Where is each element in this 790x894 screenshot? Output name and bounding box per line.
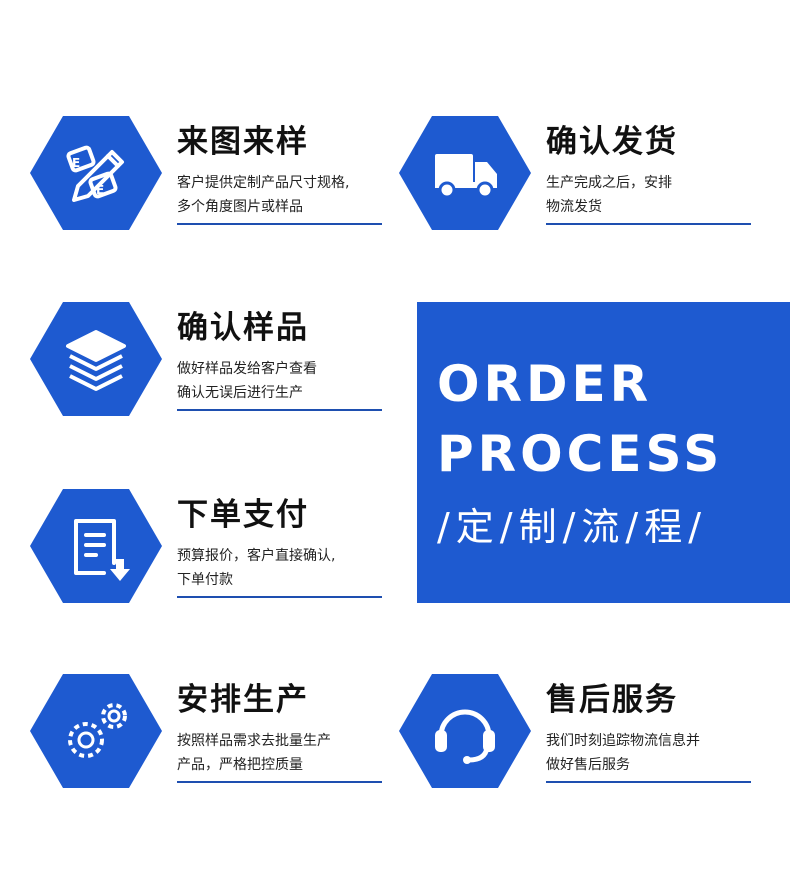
step-arrange-production: 安排生产 按照样品需求去批量生产 产品，严格把控质量 [30, 674, 390, 794]
svg-text:E: E [96, 183, 104, 197]
layers-stack-icon [66, 330, 126, 391]
banner-subtitle: /定/制/流/程/ [437, 505, 708, 549]
hexagon-badge [30, 674, 162, 788]
svg-text:E: E [72, 156, 80, 170]
banner-title-order: ORDER [437, 355, 653, 413]
step-title: 来图来样 [177, 124, 309, 160]
underline-divider [177, 781, 382, 783]
underline-divider [177, 409, 382, 411]
description-line: 预算报价，客户直接确认, [177, 548, 336, 564]
underline-divider [546, 781, 751, 783]
step-description: 我们时刻追踪物流信息并 做好售后服务 [546, 729, 756, 777]
design-pencil-icon: E E [66, 145, 124, 202]
underline-divider [177, 596, 382, 598]
step-order-payment: 下单支付 预算报价，客户直接确认, 下单付款 [30, 489, 390, 609]
step-confirm-shipping: 确认发货 生产完成之后，安排 物流发货 [399, 116, 759, 236]
description-line: 做好样品发给客户查看 [177, 361, 317, 377]
gears-icon [68, 703, 127, 758]
step-title: 确认样品 [177, 310, 309, 346]
description-line: 按照样品需求去批量生产 [177, 733, 331, 749]
description-line: 确认无误后进行生产 [177, 385, 303, 401]
step-title: 下单支付 [177, 497, 309, 533]
headset-icon [435, 709, 495, 764]
description-line: 做好售后服务 [546, 757, 630, 773]
description-line: 产品，严格把控质量 [177, 757, 303, 773]
document-download-icon [74, 519, 130, 581]
underline-divider [177, 223, 382, 225]
hexagon-badge: E E [30, 116, 162, 230]
step-title: 确认发货 [546, 124, 678, 160]
hexagon-badge [30, 302, 162, 416]
delivery-truck-icon [435, 154, 497, 199]
step-description: 按照样品需求去批量生产 产品，严格把控质量 [177, 729, 387, 777]
step-description: 做好样品发给客户查看 确认无误后进行生产 [177, 357, 387, 405]
step-description: 生产完成之后，安排 物流发货 [546, 171, 756, 219]
description-line: 物流发货 [546, 199, 602, 215]
hexagon-badge [399, 116, 531, 230]
order-process-banner: ORDER PROCESS /定/制/流/程/ [417, 302, 790, 603]
step-confirm-sample: 确认样品 做好样品发给客户查看 确认无误后进行生产 [30, 302, 390, 422]
hexagon-badge [399, 674, 531, 788]
description-line: 生产完成之后，安排 [546, 175, 672, 191]
description-line: 我们时刻追踪物流信息并 [546, 733, 700, 749]
step-description: 预算报价，客户直接确认, 下单付款 [177, 544, 387, 592]
banner-title-process: PROCESS [437, 425, 724, 483]
step-send-design: E E 来图来样 客户提供定制产品尺寸规格, 多个角度图片或样品 [30, 116, 390, 236]
hexagon-badge [30, 489, 162, 603]
description-line: 下单付款 [177, 572, 233, 588]
description-line: 客户提供定制产品尺寸规格, [177, 175, 350, 191]
step-title: 售后服务 [546, 682, 678, 718]
description-line: 多个角度图片或样品 [177, 199, 303, 215]
step-after-sales: 售后服务 我们时刻追踪物流信息并 做好售后服务 [399, 674, 759, 794]
step-description: 客户提供定制产品尺寸规格, 多个角度图片或样品 [177, 171, 387, 219]
underline-divider [546, 223, 751, 225]
step-title: 安排生产 [177, 682, 309, 718]
